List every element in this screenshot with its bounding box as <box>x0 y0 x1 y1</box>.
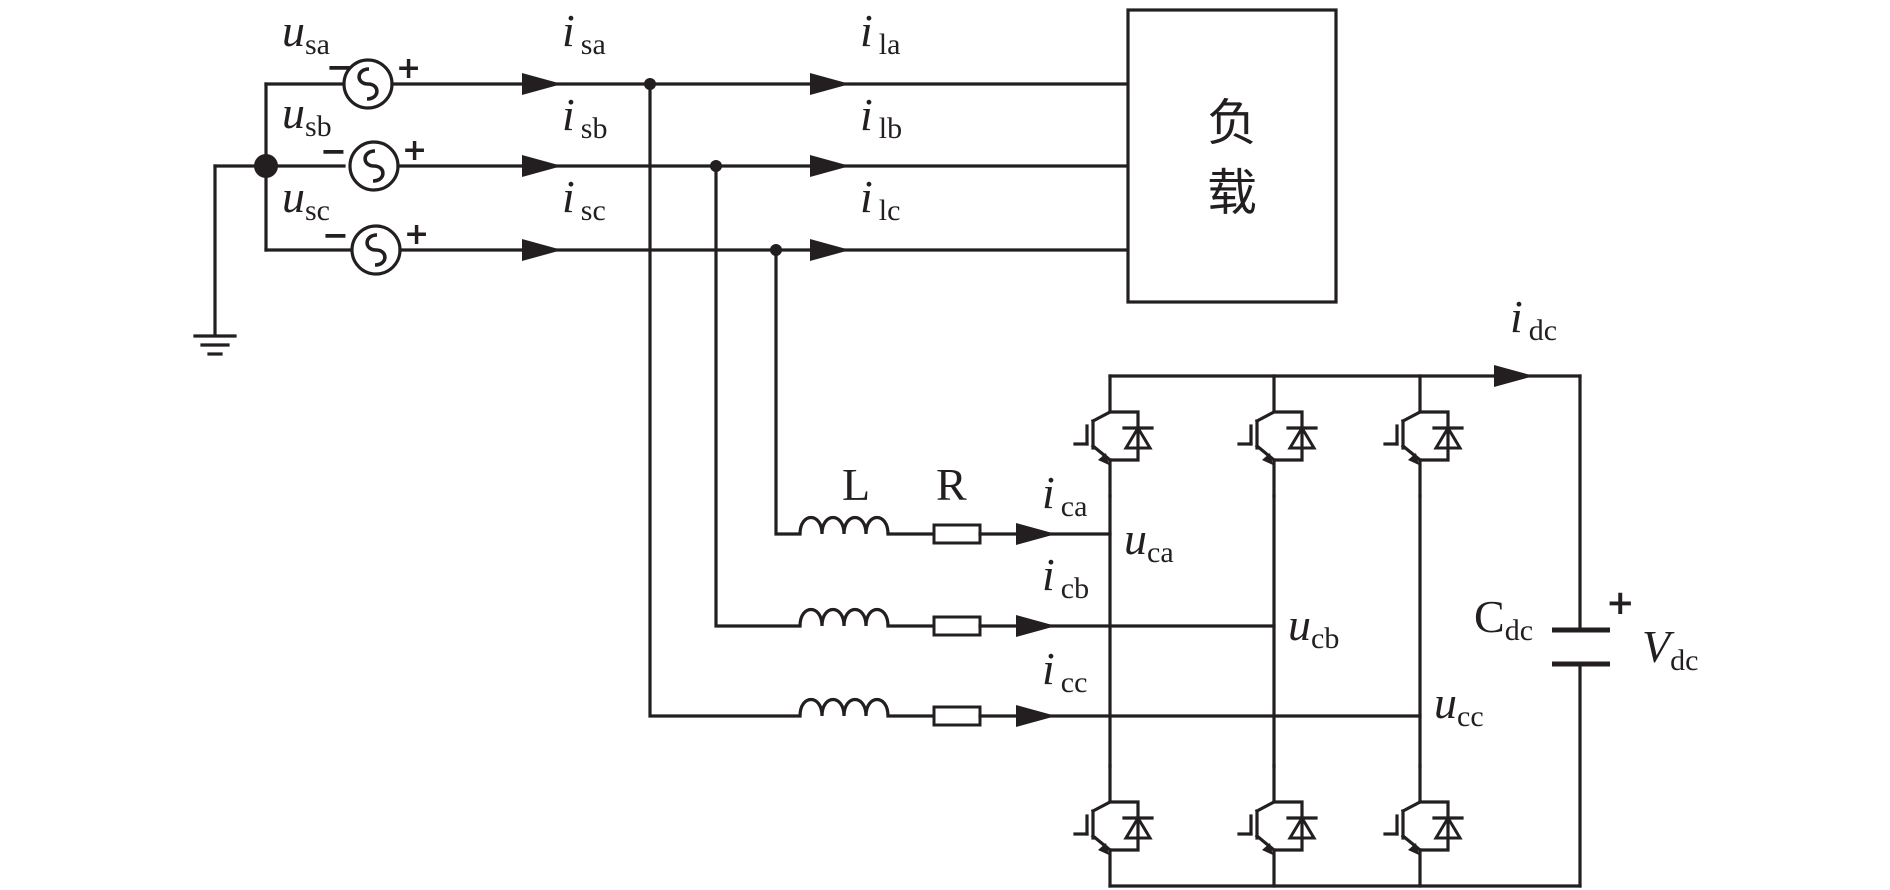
svg-text:uca: uca <box>1124 513 1174 569</box>
svg-text:ila: ila <box>860 5 900 61</box>
igbt-lower-b <box>1237 764 1318 888</box>
svg-text:usb: usb <box>282 87 332 143</box>
load-block: 负 载 <box>1126 8 1338 304</box>
filter-branch-b <box>798 607 1276 637</box>
igbt-lower-c <box>1383 764 1464 888</box>
svg-text:usc: usc <box>282 171 330 227</box>
capacitor-label: Cdc <box>1474 591 1533 647</box>
svg-text:usa: usa <box>282 5 330 61</box>
dc-capacitor: + <box>1552 583 1635 667</box>
comp-voltage-labels: uca ucb ucc <box>1124 513 1484 733</box>
svg-text:−: − <box>322 216 349 254</box>
igbt-upper-b <box>1237 374 1318 498</box>
svg-text:icc: icc <box>1042 643 1087 699</box>
neutral-bus <box>213 82 352 336</box>
ground-icon <box>193 334 237 356</box>
svg-text:载: 载 <box>1207 164 1257 222</box>
dc-voltage-label: Vdc <box>1642 621 1698 677</box>
svg-text:−: − <box>326 48 353 86</box>
resistor-label: R <box>936 459 967 510</box>
igbt-upper-a <box>1073 374 1154 498</box>
svg-text:isa: isa <box>562 5 606 61</box>
svg-text:+: + <box>404 217 429 252</box>
svg-text:+: + <box>402 133 427 168</box>
phase-lines <box>390 73 1130 261</box>
svg-text:+: + <box>396 51 421 86</box>
filter-branch-a <box>798 515 1112 545</box>
igbt-upper-c <box>1383 374 1464 498</box>
svg-text:ilc: ilc <box>860 171 900 227</box>
svg-text:−: − <box>320 132 347 170</box>
svg-text:isc: isc <box>562 171 606 227</box>
svg-text:+: + <box>1606 583 1635 623</box>
igbt-lower-a <box>1073 764 1154 888</box>
voltage-source-c: − + usc <box>282 171 429 276</box>
voltage-source-a: − + usa <box>282 5 421 110</box>
inductor-label: L <box>842 459 870 510</box>
filter-branch-c <box>798 697 1422 727</box>
svg-text:icb: icb <box>1042 549 1089 605</box>
svg-text:ucb: ucb <box>1288 599 1339 655</box>
svg-text:ucc: ucc <box>1434 677 1484 733</box>
svg-text:isb: isb <box>562 89 607 145</box>
svg-text:负: 负 <box>1207 94 1257 152</box>
svg-text:ilb: ilb <box>860 89 902 145</box>
filter-tap-wires <box>648 82 802 718</box>
voltage-source-b: − + usb <box>282 87 427 192</box>
svg-text:ica: ica <box>1042 467 1087 523</box>
inverter-bridge <box>1073 365 1582 888</box>
